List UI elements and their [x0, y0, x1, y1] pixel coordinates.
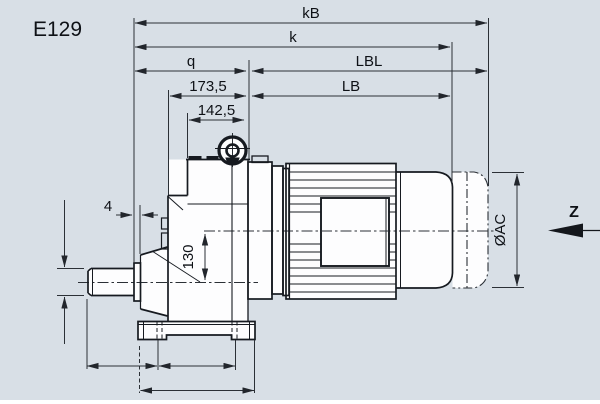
dim-AC-label: ØAC: [492, 214, 509, 247]
output-shaft: [87, 267, 134, 297]
gearbox-outline: [87, 133, 290, 322]
view-direction-arrow-icon: [548, 223, 583, 238]
extension-lines: [57, 18, 524, 393]
stator-body: [285, 162, 397, 300]
dimension-labels: kB k q LBL 173,5 LB 142,5 4 130 ØAC: [104, 5, 509, 270]
dim-142-label: 142,5: [198, 102, 236, 119]
dim-kB-label: kB: [302, 5, 320, 22]
view-direction-marker: Z: [548, 204, 600, 238]
shaft-shoulder: [133, 262, 142, 302]
terminal-box: [320, 197, 390, 267]
dim-LB-label: LB: [342, 78, 360, 95]
body-fills: [88, 159, 488, 340]
fan-cowl: [396, 171, 454, 289]
dim-q-label: q: [187, 53, 195, 70]
dimension-lines: [57, 18, 524, 394]
fan-cowl-extended-phantom: [452, 171, 489, 289]
dim-LBL-label: LBL: [356, 53, 383, 70]
view-direction-label: Z: [569, 204, 579, 221]
dim-130-label: 130: [180, 244, 197, 269]
dim-173-label: 173,5: [189, 78, 227, 95]
dim-4-label: 4: [104, 198, 112, 215]
lifting-eyebolt: [215, 133, 250, 167]
mounting-foot: [137, 320, 256, 341]
page-edge-strip: [0, 400, 600, 404]
dim-k-label: k: [289, 29, 297, 46]
figure-code: E129: [33, 18, 82, 41]
motor: [285, 162, 489, 300]
foot-bolt-holes: [156, 321, 238, 340]
bearing-bell: [139, 246, 168, 317]
